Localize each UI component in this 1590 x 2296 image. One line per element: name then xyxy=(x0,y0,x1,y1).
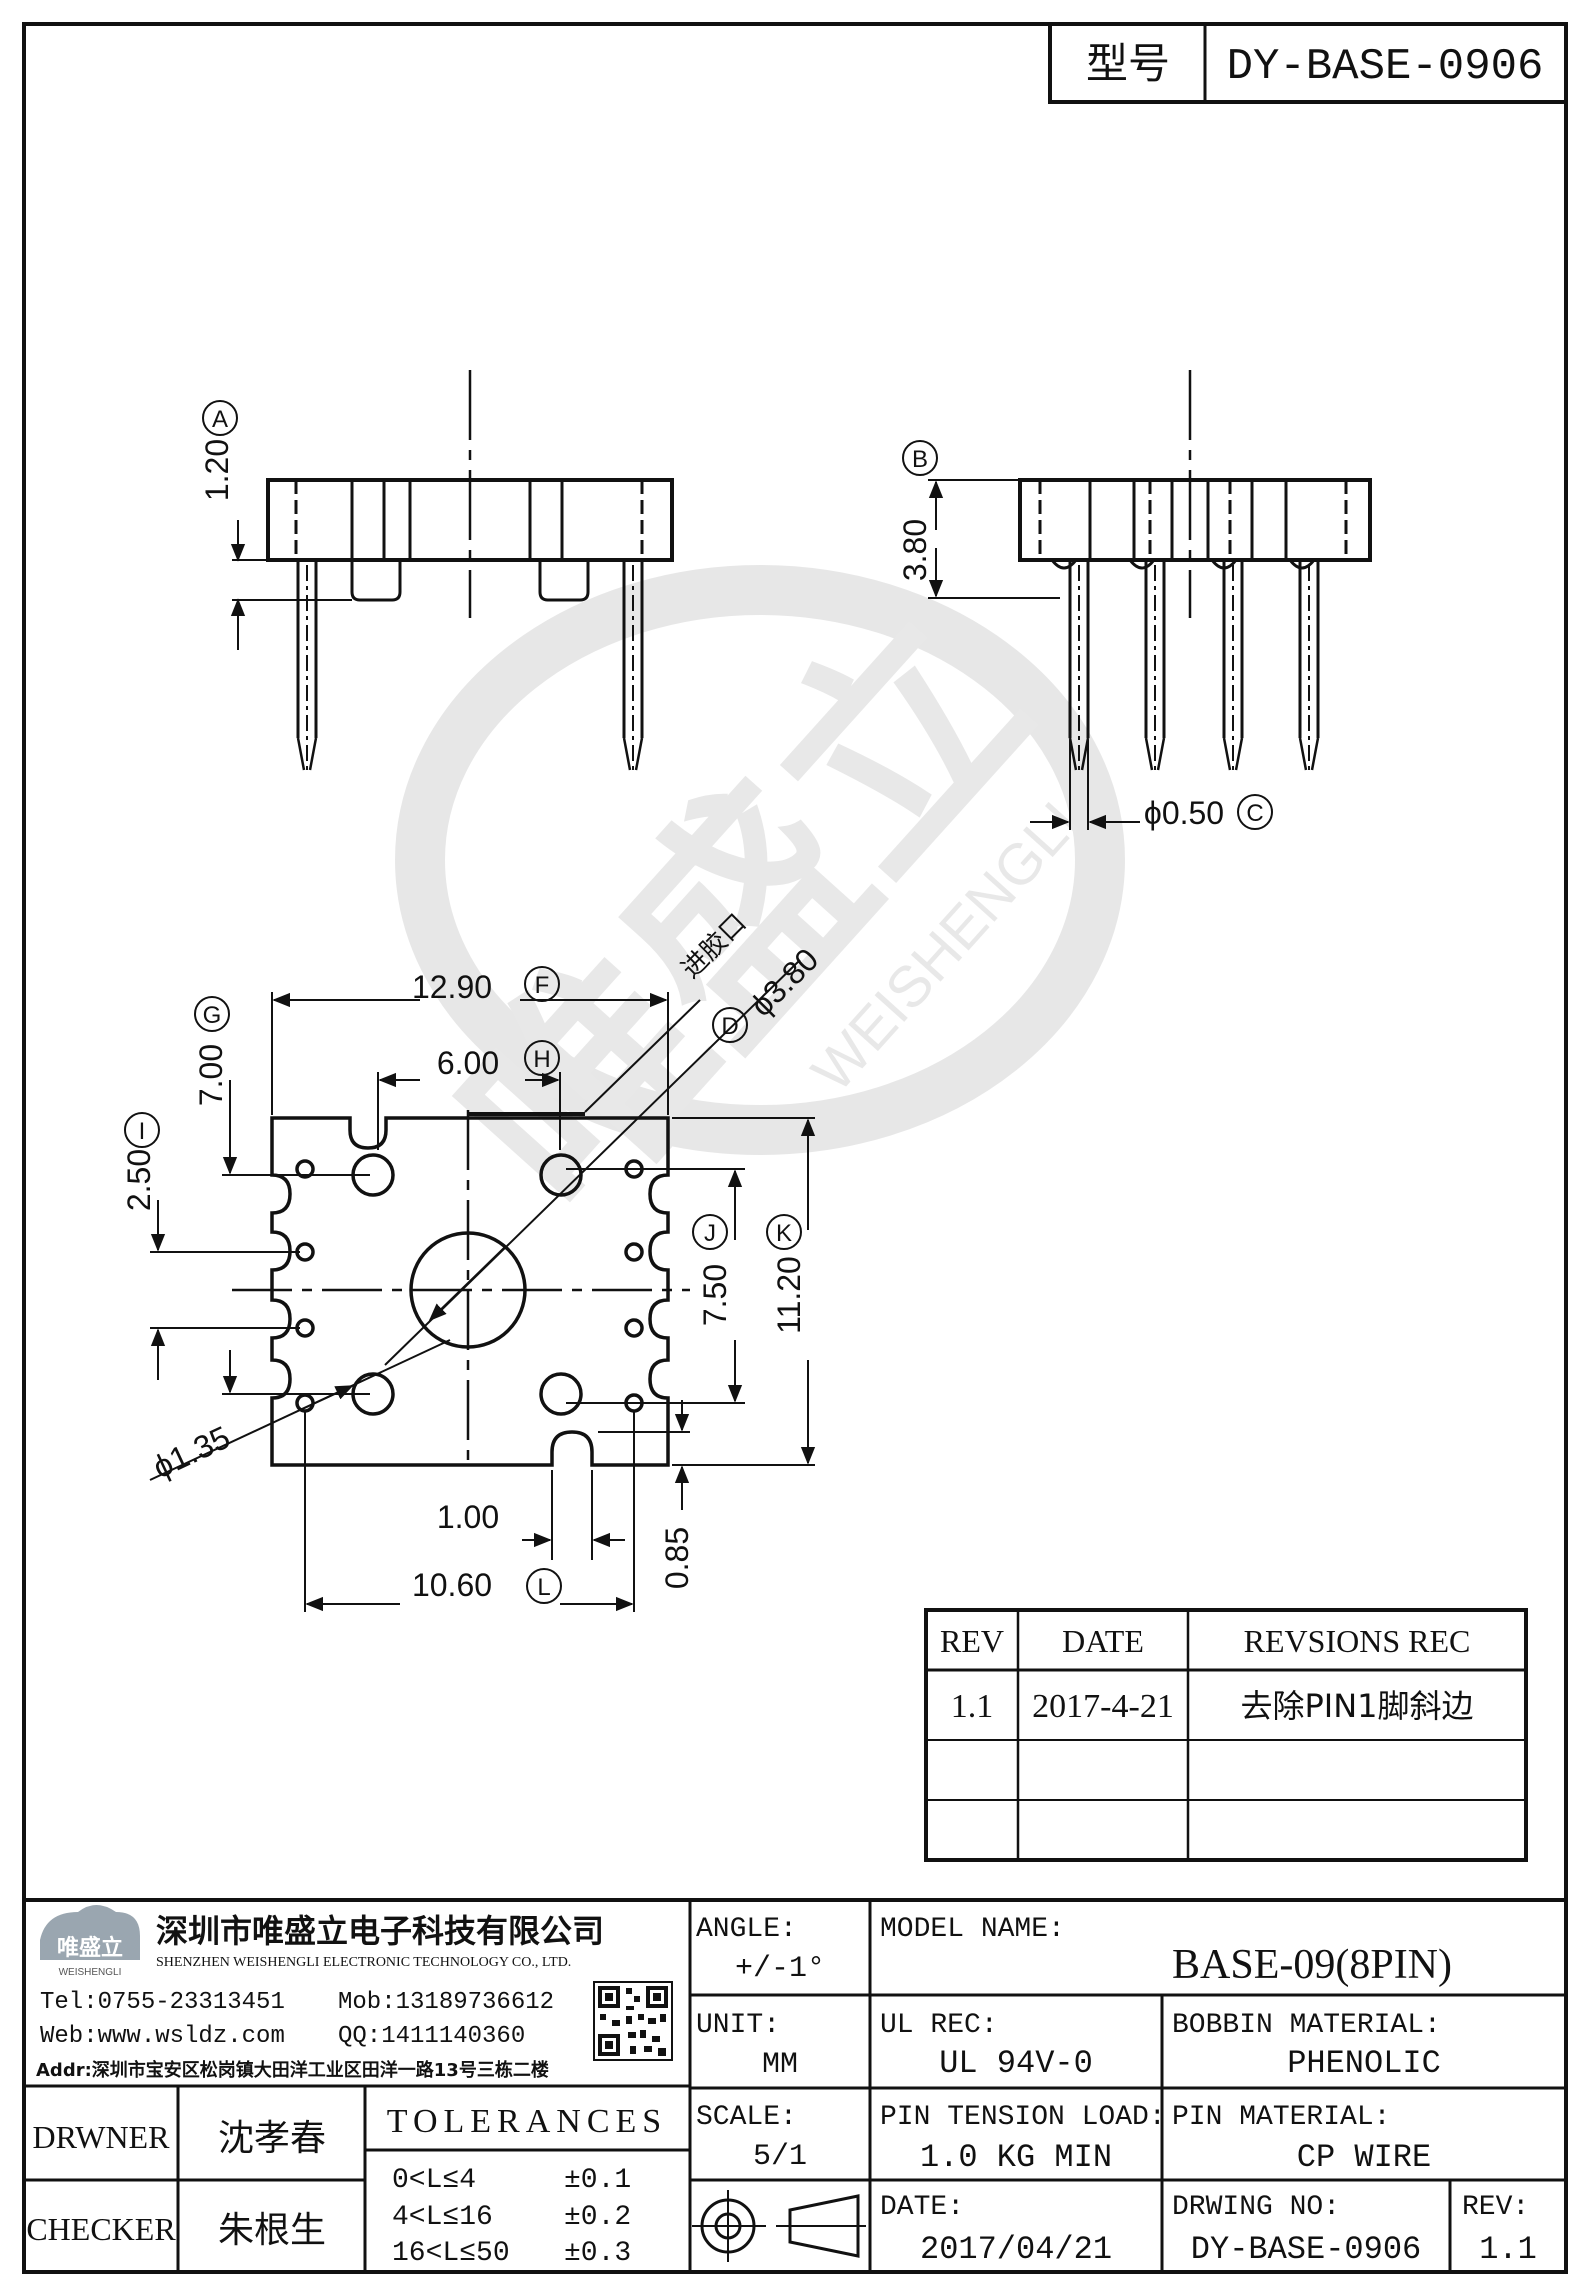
company-mob: Mob:13189736612 xyxy=(338,1989,554,2016)
dim-slot-value: 1.00 xyxy=(437,1499,499,1535)
rev-header-rec: REVSIONS REC xyxy=(1244,1623,1471,1659)
side-view-left xyxy=(266,370,674,771)
company-web: Web:www.wsldz.com xyxy=(40,2023,285,2050)
dim-g-value: 7.00 xyxy=(193,1044,229,1106)
ul-rec-value: UL 94V-0 xyxy=(939,2045,1093,2082)
company-tel: Tel:0755-23313451 xyxy=(40,1989,285,2016)
dim-j-value: 7.50 xyxy=(697,1264,733,1326)
tol-row-1-range: 0<L≤4 xyxy=(392,2165,476,2196)
tol-row-3-tol: ±0.3 xyxy=(564,2238,631,2269)
dim-b xyxy=(902,440,1060,599)
checker-label: CHECKER xyxy=(26,2211,176,2247)
company-name-cn: 深圳市唯盛立电子科技有限公司 xyxy=(156,1912,604,1950)
rev-label: REV: xyxy=(1462,2192,1529,2223)
rev-value: 1.1 xyxy=(1479,2231,1537,2268)
projection-symbol xyxy=(692,2190,866,2262)
rev-header-date: DATE xyxy=(1062,1623,1144,1659)
pin-tension-label: PIN TENSION LOAD: xyxy=(880,2102,1166,2133)
company-logo: 唯盛立 WEISHENGLI xyxy=(40,1905,140,1978)
unit-label: UNIT: xyxy=(696,2010,780,2041)
dim-j-tag: J xyxy=(704,1220,716,1247)
model-header-value: DY-BASE-0906 xyxy=(1227,42,1544,92)
pin-tension-value: 1.0 KG MIN xyxy=(920,2139,1112,2176)
scale-value: 5/1 xyxy=(753,2140,807,2174)
pin-material-value: CP WIRE xyxy=(1297,2139,1431,2176)
checker-value: 朱根生 xyxy=(218,2210,326,2251)
model-name-value: BASE-09(8PIN) xyxy=(1172,1942,1452,1988)
drwing-no-label: DRWING NO: xyxy=(1172,2192,1340,2223)
rev-header-rev: REV xyxy=(940,1623,1004,1659)
tol-row-1-tol: ±0.1 xyxy=(564,2165,631,2196)
title-block-grid xyxy=(24,1898,1566,2272)
pin-material-label: PIN MATERIAL: xyxy=(1172,2102,1390,2133)
dim-a-tag: A xyxy=(212,406,228,433)
scale-label: SCALE: xyxy=(696,2102,797,2133)
dim-b-value: 3.80 xyxy=(897,519,933,581)
company-addr: Addr:深圳市宝安区松岗镇大田洋工业区田洋一路13号三栋二楼 xyxy=(36,2059,549,2081)
tol-row-2-tol: ±0.2 xyxy=(564,2202,631,2233)
dim-i-value: 2.50 xyxy=(121,1149,157,1211)
angle-label: ANGLE: xyxy=(696,1914,797,1945)
ul-rec-label: UL REC: xyxy=(880,2010,998,2041)
date-value: 2017/04/21 xyxy=(920,2231,1112,2268)
company-qq: QQ:1411140360 xyxy=(338,2023,525,2050)
drawer-value: 沈孝春 xyxy=(218,2118,326,2159)
dim-c-tag: C xyxy=(1246,800,1263,827)
tolerances-label: TOLERANCES xyxy=(387,2103,667,2140)
dim-l-value: 10.60 xyxy=(412,1567,492,1603)
unit-value: MM xyxy=(762,2048,798,2082)
top-view-outline xyxy=(270,1116,670,1467)
model-header-label: 型号 xyxy=(1086,39,1170,88)
dim-c xyxy=(1030,740,1273,830)
dim-l-tag: L xyxy=(537,1574,550,1601)
logo-en: WEISHENGLI xyxy=(59,1967,122,1978)
model-name-label: MODEL NAME: xyxy=(880,1914,1065,1945)
dim-slot-depth: 0.85 xyxy=(659,1527,695,1589)
model-header-box: 型号 DY-BASE-0906 xyxy=(1048,22,1568,104)
bobbin-material-label: BOBBIN MATERIAL: xyxy=(1172,2010,1441,2041)
tol-row-3-range: 16<L≤50 xyxy=(392,2238,510,2269)
watermark: 唯盛立 WEISHENGLI xyxy=(395,565,1125,1260)
date-label: DATE: xyxy=(880,2192,964,2223)
dim-i-tag: I xyxy=(139,1118,146,1145)
rev-row1-rev: 1.1 xyxy=(951,1688,994,1725)
dim-a xyxy=(202,400,352,650)
qr-code xyxy=(593,1981,673,2061)
logo-cn: 唯盛立 xyxy=(57,1935,123,1961)
dim-h-value: 6.00 xyxy=(437,1045,499,1081)
company-name-en: SHENZHEN WEISHENGLI ELECTRONIC TECHNOLOG… xyxy=(156,1955,571,1970)
dim-f-tag: F xyxy=(535,972,550,999)
dim-c-value: ϕ0.50 xyxy=(1144,795,1224,831)
drawer-label: DRWNER xyxy=(33,2119,171,2155)
dim-a-value: 1.20 xyxy=(199,439,235,501)
dim-h-tag: H xyxy=(533,1046,550,1073)
top-view-dims xyxy=(124,959,816,1612)
dim-f-value: 12.90 xyxy=(412,969,492,1005)
rev-row1-rec: 去除PIN1脚斜边 xyxy=(1240,1687,1473,1725)
dim-k-tag: K xyxy=(776,1220,792,1247)
revision-table xyxy=(924,1608,1528,1862)
tol-row-2-range: 4<L≤16 xyxy=(392,2202,493,2233)
bobbin-material-value: PHENOLIC xyxy=(1287,2045,1441,2082)
sheet-border xyxy=(22,22,1568,2274)
angle-value: +/-1° xyxy=(735,1952,825,1986)
dim-k-value: 11.20 xyxy=(771,1256,807,1334)
dim-g-tag: G xyxy=(203,1002,222,1029)
drwing-no-value: DY-BASE-0906 xyxy=(1191,2231,1421,2268)
dim-d-tag: D xyxy=(721,1013,738,1040)
rev-row1-date: 2017-4-21 xyxy=(1032,1688,1174,1725)
dim-b-tag: B xyxy=(912,446,928,473)
dim-hole-value: ϕ1.35 xyxy=(147,1419,235,1486)
